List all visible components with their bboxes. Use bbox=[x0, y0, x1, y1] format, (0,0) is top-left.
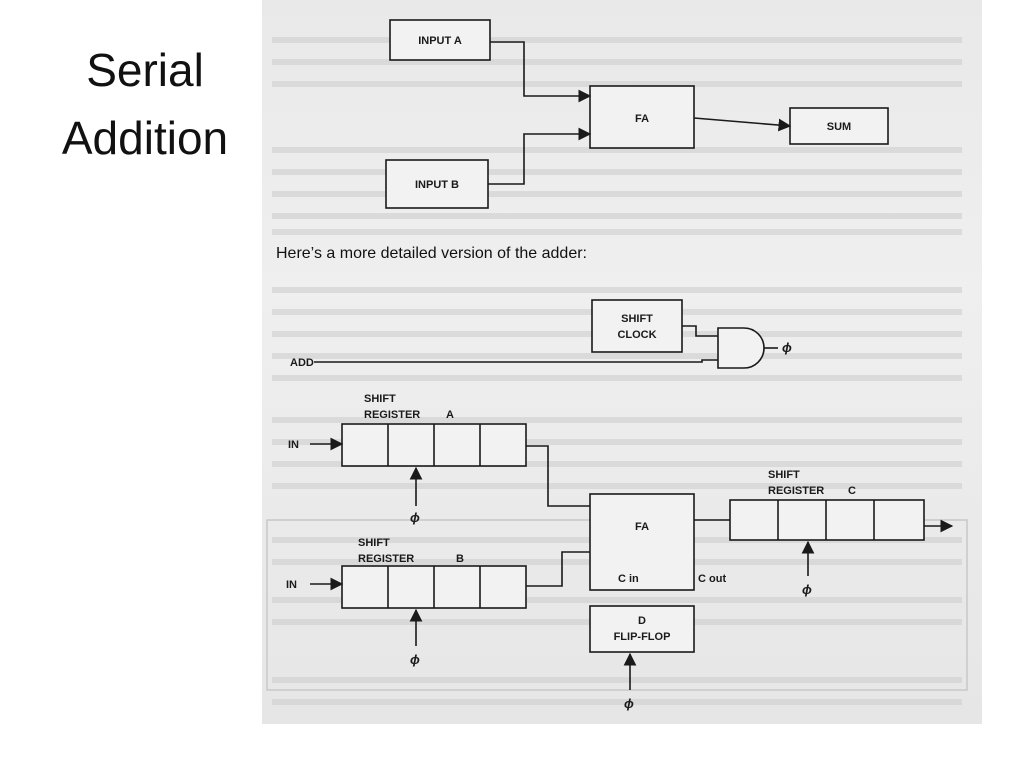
and-gate bbox=[717, 327, 765, 369]
shift-clock-label-2: CLOCK bbox=[617, 329, 656, 341]
sum-label: SUM bbox=[827, 121, 851, 133]
clock-to-gate-wire bbox=[682, 325, 718, 337]
title-line-2: Addition bbox=[61, 112, 229, 164]
input-b-box bbox=[385, 159, 489, 209]
phi-ff: ϕ bbox=[624, 696, 634, 711]
flip-flop-box bbox=[589, 605, 695, 653]
c-out-label: C out bbox=[698, 573, 726, 585]
phi-reg-c: ϕ bbox=[802, 582, 812, 597]
input-a-label: INPUT A bbox=[418, 35, 462, 47]
register-c-box bbox=[729, 499, 925, 541]
input-a-wire bbox=[490, 41, 592, 103]
reg-b-label-1: SHIFT bbox=[358, 537, 390, 549]
reg-c-label-2: REGISTER bbox=[768, 485, 824, 497]
reg-a-name: A bbox=[446, 409, 454, 421]
c-in-label: C in bbox=[618, 573, 639, 585]
add-wire bbox=[314, 359, 718, 363]
input-b-wire bbox=[488, 127, 592, 185]
fa-box-detailed bbox=[589, 493, 695, 591]
slide-title: Serial Addition bbox=[30, 36, 260, 172]
reg-a-to-fa-wire bbox=[526, 445, 590, 507]
fa-label-top: FA bbox=[635, 113, 649, 125]
phi-reg-b: ϕ bbox=[410, 652, 420, 667]
reg-a-label-1: SHIFT bbox=[364, 393, 396, 405]
sum-box bbox=[789, 107, 889, 145]
reg-c-name: C bbox=[848, 485, 856, 497]
phi-reg-a: ϕ bbox=[410, 510, 420, 525]
scanned-page: INPUT A INPUT B FA SUM Here’s a more det… bbox=[262, 0, 982, 724]
in-a-label: IN bbox=[288, 439, 299, 451]
reg-b-name: B bbox=[456, 553, 464, 565]
in-b-label: IN bbox=[286, 579, 297, 591]
reg-b-label-2: REGISTER bbox=[358, 553, 414, 565]
shift-clock-box bbox=[591, 299, 683, 353]
reg-c-label-1: SHIFT bbox=[768, 469, 800, 481]
detailed-adder bbox=[310, 299, 954, 690]
ff-label-2: FLIP-FLOP bbox=[614, 631, 671, 643]
reg-a-label-2: REGISTER bbox=[364, 409, 420, 421]
input-b-label: INPUT B bbox=[415, 179, 459, 191]
fa-label-detailed: FA bbox=[635, 521, 649, 533]
adder-diagram: INPUT A INPUT B FA SUM Here’s a more det… bbox=[266, 19, 968, 711]
caption: Here’s a more detailed version of the ad… bbox=[276, 245, 587, 262]
ff-label-1: D bbox=[638, 615, 646, 627]
add-label: ADD bbox=[290, 357, 314, 369]
input-a-box bbox=[389, 19, 491, 61]
fa-box-top bbox=[589, 85, 695, 149]
shift-clock-label-1: SHIFT bbox=[621, 313, 653, 325]
reg-b-to-fa-wire bbox=[526, 551, 590, 587]
simple-adder bbox=[385, 19, 889, 209]
phi-gate: ϕ bbox=[782, 340, 792, 355]
title-line-1: Serial bbox=[86, 44, 204, 96]
sum-wire bbox=[693, 117, 792, 132]
